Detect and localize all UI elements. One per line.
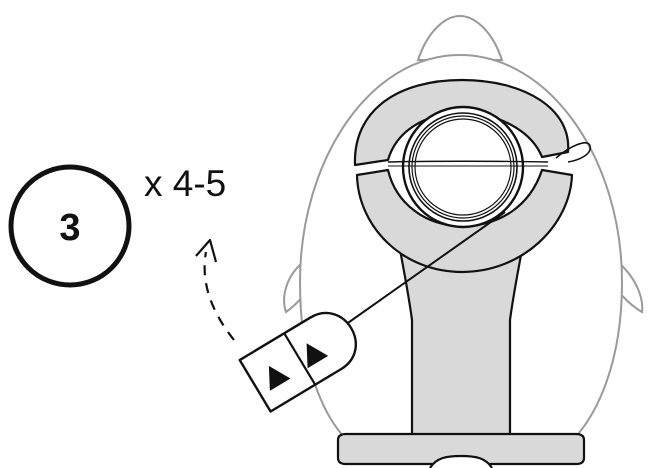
triangle-left [268,365,291,391]
stand-base [336,432,586,466]
double-triangle-arrow-icon [268,343,329,391]
pedal-body [238,311,358,413]
spindle-disc [401,105,525,229]
base-notch [429,454,493,468]
split-thread [387,160,549,163]
thread-loop [555,142,591,163]
pedal-switch [238,311,358,413]
stand [336,236,586,468]
collar-bottom-half [355,168,574,274]
triangle-right [306,343,329,369]
step-circle [8,164,132,288]
step-number: 3 [59,207,80,249]
step-badge: 3 [8,164,132,288]
top-fin [416,14,504,61]
pedal-cord [344,211,506,326]
spindle-ring-1 [408,112,518,222]
spindle [387,105,549,229]
dashed-arc [203,251,235,341]
spindle-ring-2 [411,115,515,219]
repeat-count: x 4-5 [144,163,226,204]
spindle-ring-3 [414,118,512,216]
dashed-curved-arrow-icon [195,238,235,341]
pedal-divider [283,332,317,386]
arrow-head [195,238,218,263]
